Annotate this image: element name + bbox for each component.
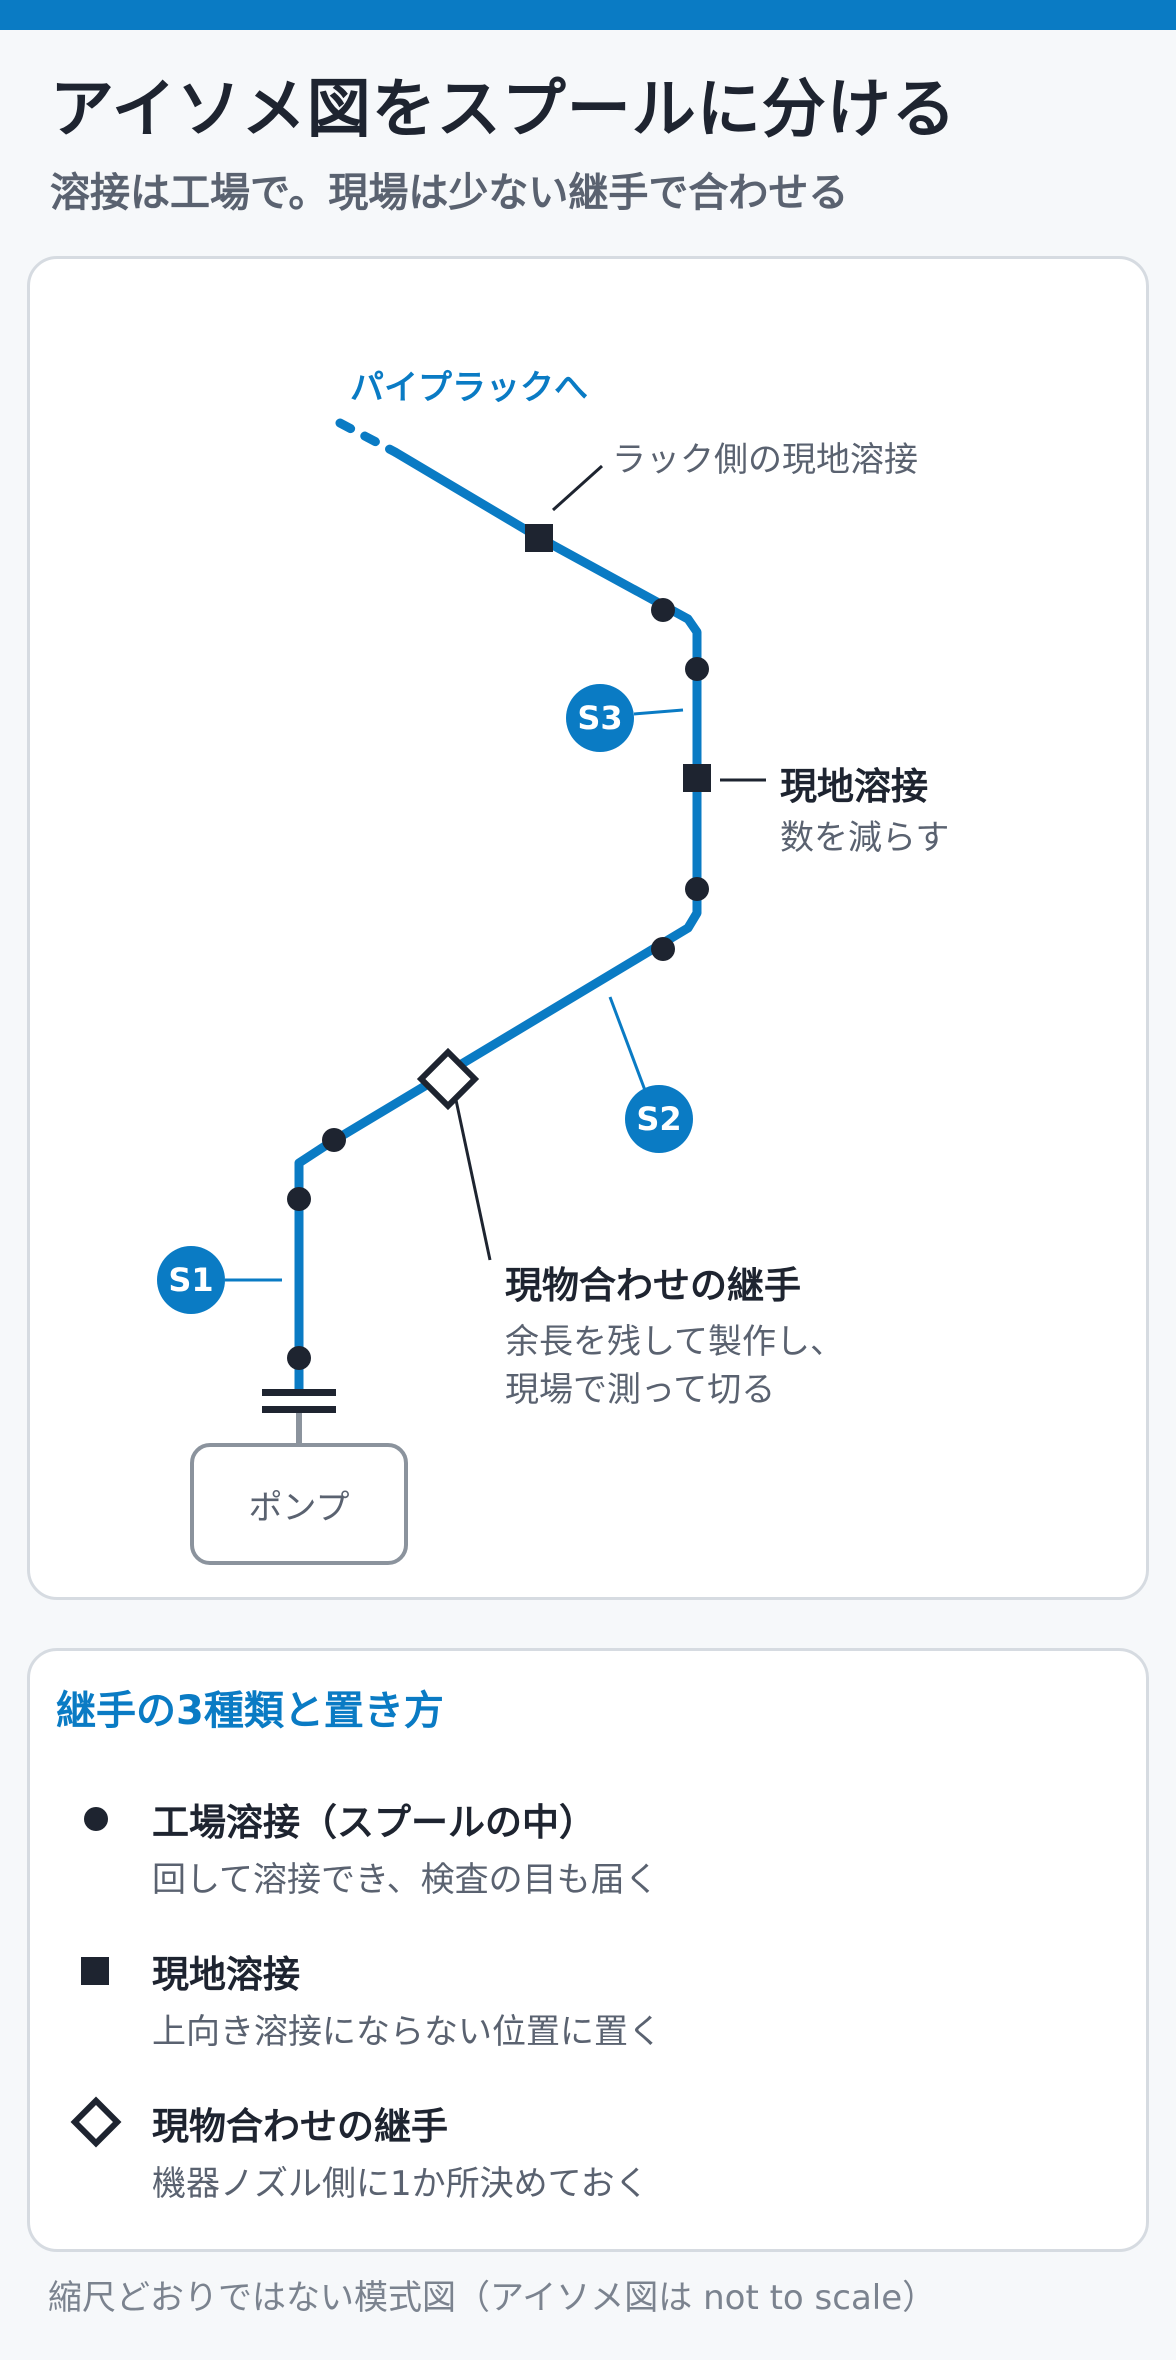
pipe-route bbox=[294, 448, 702, 1390]
shop-weld-dot bbox=[651, 937, 675, 961]
spool-label-s2: S2 bbox=[636, 1100, 682, 1138]
page-title: アイソメ図をスプールに分ける bbox=[50, 73, 957, 147]
page-subtitle: 溶接は工場で。現場は少ない継手で合わせる bbox=[50, 170, 849, 216]
shop-weld-dot bbox=[651, 598, 675, 622]
field-weld-subtitle: 数を減らす bbox=[780, 818, 950, 858]
shop-weld-dot bbox=[287, 1187, 311, 1211]
field-weld-title: 現地溶接 bbox=[780, 765, 928, 808]
rack-field-weld-leader bbox=[551, 464, 604, 512]
shop-weld-dot bbox=[685, 877, 709, 901]
pipe-continuation-dashed bbox=[335, 418, 400, 457]
legend-heading: 継手の3種類と置き方 bbox=[56, 1688, 444, 1734]
fit-up-joint-diamond bbox=[416, 1047, 480, 1111]
top-accent-bar bbox=[0, 0, 1176, 30]
legend-item-field-weld-title: 現地溶接 bbox=[152, 1953, 300, 1996]
flange-upper bbox=[262, 1389, 336, 1396]
spool-badge-s2 bbox=[625, 1085, 693, 1153]
field-weld-square bbox=[525, 524, 553, 552]
spool-label-s3: S3 bbox=[577, 699, 623, 737]
fit-up-joint-title: 現物合わせの継手 bbox=[505, 1264, 801, 1307]
legend-item-fit-up-title: 現物合わせの継手 bbox=[152, 2105, 448, 2148]
fit-up-leader bbox=[454, 1099, 492, 1261]
flange-lower bbox=[262, 1406, 336, 1413]
rack-field-weld-label: ラック側の現地溶接 bbox=[612, 440, 918, 480]
shop-weld-dot bbox=[685, 657, 709, 681]
spool-badge-s3 bbox=[566, 684, 634, 752]
square-icon bbox=[81, 1957, 109, 1989]
dot-icon bbox=[83, 1806, 109, 1836]
pump-label: ポンプ bbox=[248, 1487, 350, 1528]
shop-weld-dot bbox=[322, 1128, 346, 1152]
isometric-diagram bbox=[157, 418, 766, 1443]
legend-item-field-weld-desc: 上向き溶接にならない位置に置く bbox=[152, 2012, 662, 2052]
fit-up-joint-note-1: 余長を残して製作し、 bbox=[505, 1322, 844, 1362]
scale-footnote: 縮尺どおりではない模式図（アイソメ図は not to scale） bbox=[48, 2278, 937, 2318]
s3-leader bbox=[633, 708, 684, 716]
spool-badge-s1 bbox=[157, 1246, 225, 1314]
field-weld-square bbox=[683, 764, 711, 792]
diamond-icon bbox=[66, 2092, 126, 2156]
legend-card bbox=[27, 1648, 1149, 2252]
pipe-rack-label: パイプラックへ bbox=[350, 368, 588, 408]
shop-weld-dot bbox=[287, 1346, 311, 1370]
legend-item-shop-weld-desc: 回して溶接でき、検査の目も届く bbox=[152, 1860, 659, 1900]
pump-box: ポンプ bbox=[190, 1443, 408, 1565]
spool-label-s1: S1 bbox=[168, 1261, 214, 1299]
legend-item-fit-up-desc: 機器ノズル側に1か所決めておく bbox=[152, 2164, 649, 2204]
fit-up-joint-note-2: 現場で測って切る bbox=[505, 1370, 776, 1410]
s2-leader bbox=[608, 996, 648, 1094]
legend-item-shop-weld-title: 工場溶接（スプールの中） bbox=[152, 1801, 596, 1844]
